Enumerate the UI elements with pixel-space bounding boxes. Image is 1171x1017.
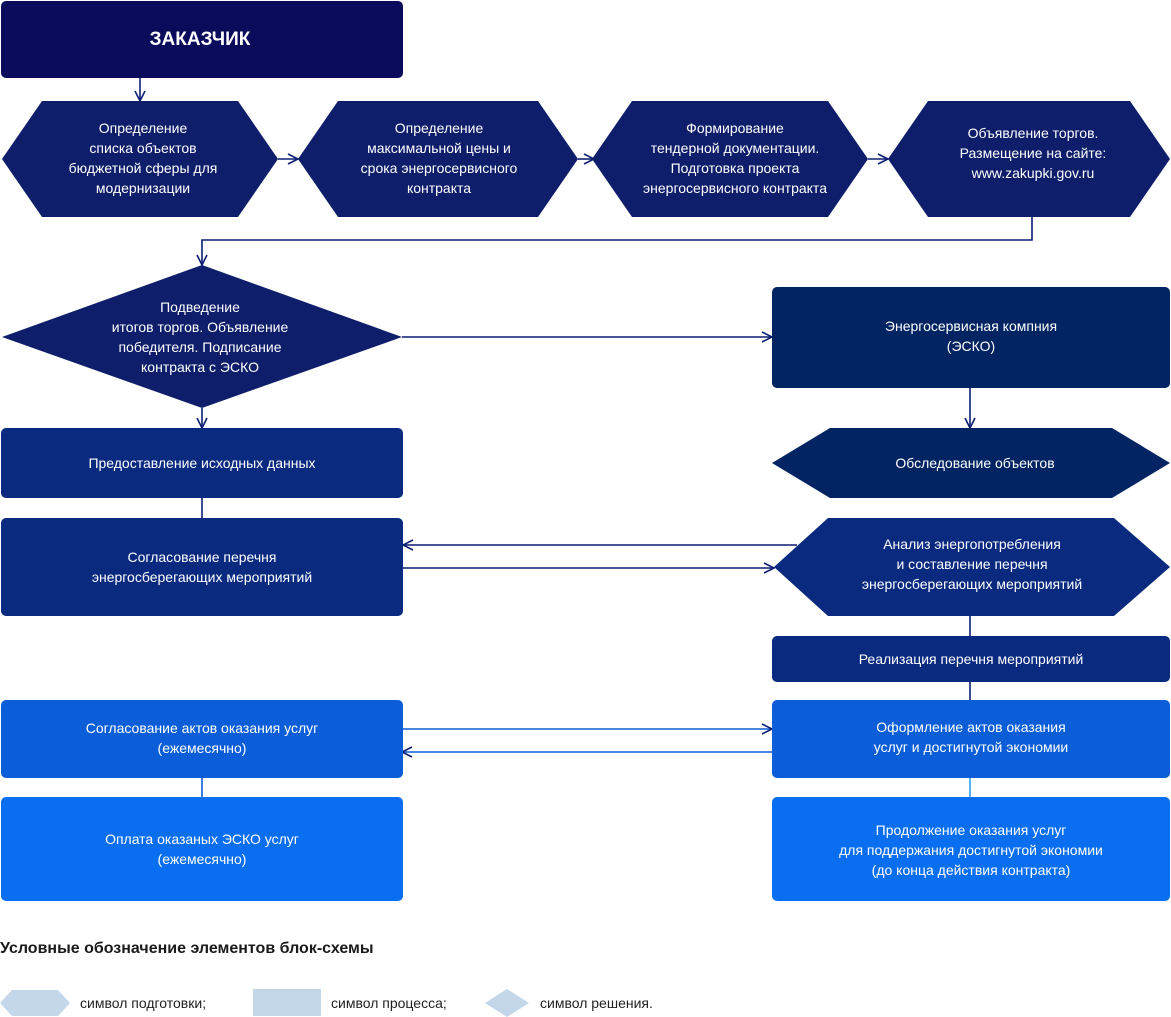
agree_acts-line-1: Согласование актов оказания услуг: [86, 720, 319, 736]
connector-step4-decision: [202, 217, 1033, 265]
decision-symbol-icon: [485, 989, 529, 1017]
payment-line-2: (ежемесячно): [158, 851, 247, 867]
process-symbol-icon: [253, 989, 321, 1016]
step1-line-2: списка объектов: [89, 140, 196, 156]
step2-line-2: максимальной цены и: [367, 140, 511, 156]
agree-list-box: [1, 518, 403, 616]
agree-acts-box: [1, 700, 403, 778]
payment-line-1: Оплата оказаных ЭСКО услуг: [105, 831, 299, 847]
initial_data-line-1: Предоставление исходных данных: [88, 455, 315, 471]
esco-label: Энергосервисная компния (ЭСКО): [885, 318, 1057, 354]
step1-line-1: Определение: [99, 120, 188, 136]
analysis-line-3: энергосберегающих мероприятий: [862, 576, 1082, 592]
step3-line-1: Формирование: [686, 120, 784, 136]
decision-line-2: итогов торгов. Объявление: [112, 319, 289, 335]
implementation-label: Реализация перечня мероприятий: [859, 651, 1084, 667]
decision-label: Подведение итогов торгов. Объявление побед…: [112, 299, 289, 375]
esco-line-1: Энергосервисная компния: [885, 318, 1057, 334]
continue-line-3: (до конца действия контракта): [872, 862, 1071, 878]
agree-acts-label: Согласование актов оказания услуг (ежемес…: [86, 720, 319, 756]
step3-line-3: Подготовка проекта: [671, 160, 800, 176]
step3-line-2: тендерной документации.: [651, 140, 820, 156]
step4-label: Объявление торгов. Размещение на сайте: ww…: [960, 125, 1107, 181]
analysis-label: Анализ энергопотребления и составление пе…: [862, 536, 1082, 592]
step2-hexagon: [298, 101, 578, 217]
esco-box: [772, 287, 1170, 388]
step3-hexagon: [592, 101, 868, 217]
preparation-symbol-icon: [0, 990, 70, 1016]
analysis-line-2: и составление перечня: [896, 556, 1047, 572]
step2-line-4: контракта: [407, 180, 471, 196]
legend-item-decision: символ решения.: [540, 995, 653, 1011]
step2-label: Определение максимальной цены и срока энер…: [361, 120, 518, 196]
issue_acts-line-2: услуг и достигнутой экономии: [874, 739, 1069, 755]
decision-line-4: контракта с ЭСКО: [141, 359, 259, 375]
customer-title: ЗАКАЗЧИК: [150, 29, 251, 50]
step4-line-1: Объявление торгов.: [968, 125, 1099, 141]
agree_list-line-2: энергосберегающих мероприятий: [92, 569, 312, 585]
step1-hexagon: [2, 101, 278, 217]
issue_acts-line-1: Оформление актов оказания: [876, 719, 1065, 735]
initial-data-box: [1, 428, 403, 498]
legend-title: Условные обозначение элементов блок-схем…: [0, 940, 374, 957]
legend: символ подготовки; символ процесса; симв…: [0, 989, 653, 1017]
continue-box: [772, 797, 1170, 901]
customer-line-1: ЗАКАЗЧИК: [150, 29, 251, 50]
issue-acts-box: [772, 700, 1170, 778]
agree_list-line-1: Согласование перечня: [128, 549, 277, 565]
step2-line-3: срока энергосервисного: [361, 160, 518, 176]
decision-line-3: победителя. Подписание: [118, 339, 281, 355]
decision-diamond: [2, 265, 402, 408]
esco-line-2: (ЭСКО): [947, 338, 995, 354]
analysis-hexagon: [774, 518, 1170, 616]
agree_acts-line-2: (ежемесячно): [158, 740, 247, 756]
agree-list-label: Согласование перечня энергосберегающих ме…: [92, 549, 312, 585]
step4-hexagon: [888, 101, 1170, 217]
legend-item-process: символ процесса;: [331, 995, 447, 1011]
payment-label: Оплата оказаных ЭСКО услуг (ежемесячно): [105, 831, 299, 867]
step4-line-2: Размещение на сайте:: [960, 145, 1107, 161]
survey-label: Обследование объектов: [895, 455, 1054, 471]
continue-line-1: Продолжение оказания услуг: [876, 822, 1067, 838]
continue-line-2: для поддержания достигнутой экономии: [839, 842, 1103, 858]
payment-box: [1, 797, 403, 901]
analysis-line-1: Анализ энергопотребления: [883, 536, 1061, 552]
connectors: [140, 78, 1033, 797]
step1-line-3: бюджетной сферы для: [69, 160, 218, 176]
step3-line-4: энергосервисного контракта: [643, 180, 827, 196]
step1-label: Определение списка объектов бюджетной сфер…: [69, 120, 218, 196]
step2-line-1: Определение: [395, 120, 484, 136]
survey-line-1: Обследование объектов: [895, 455, 1054, 471]
legend-item-preparation: символ подготовки;: [80, 995, 206, 1011]
shapes: [1, 1, 1170, 901]
customer-box: [1, 1, 403, 78]
implementation-box: [772, 636, 1170, 682]
step1-line-4: модернизации: [96, 180, 190, 196]
step3-label: Формирование тендерной документации. Подго…: [643, 120, 827, 196]
decision-line-1: Подведение: [160, 299, 240, 315]
continue-label: Продолжение оказания услуг для поддержани…: [839, 822, 1103, 878]
survey-hexagon: [772, 428, 1170, 498]
step4-line-3: www.zakupki.gov.ru: [971, 165, 1095, 181]
implementation-line-1: Реализация перечня мероприятий: [859, 651, 1084, 667]
initial-data-label: Предоставление исходных данных: [88, 455, 315, 471]
issue-acts-label: Оформление актов оказания услуг и достигн…: [874, 719, 1069, 755]
